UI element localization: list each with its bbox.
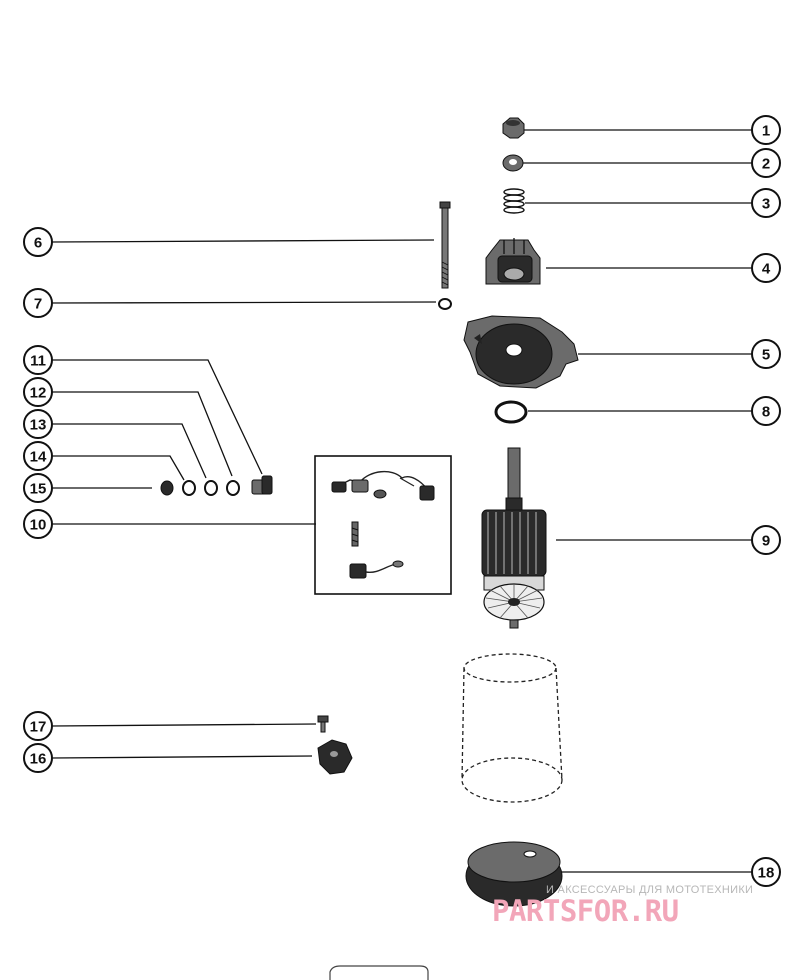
leader-7 [51, 301, 437, 304]
callout-14: 14 [23, 441, 53, 471]
part-5-drive-end-cap [463, 315, 579, 389]
callout-5-label: 5 [762, 347, 770, 364]
part-7-lock-washer [438, 298, 452, 310]
callout-3-label: 3 [762, 196, 770, 213]
callout-12-label: 12 [30, 385, 47, 402]
callout-14-label: 14 [30, 449, 47, 466]
callout-13-label: 13 [30, 417, 47, 434]
part-15-nut [160, 480, 174, 496]
callout-16: 16 [23, 743, 53, 773]
callout-8-label: 8 [762, 404, 770, 421]
callout-10: 10 [23, 509, 53, 539]
leader-6 [51, 239, 435, 243]
callout-3: 3 [751, 188, 781, 218]
leader-11 [52, 359, 263, 475]
part-16-terminal-block [317, 739, 353, 775]
callout-1-label: 1 [762, 123, 770, 140]
part-1-nut [502, 117, 525, 139]
part-11-terminal-insulator [251, 475, 273, 495]
callout-9: 9 [751, 525, 781, 555]
leader-13 [52, 423, 207, 479]
callout-8: 8 [751, 396, 781, 426]
part-3-spring [503, 188, 525, 214]
callout-15-label: 15 [30, 481, 47, 498]
watermark-tagline: И АКСЕССУАРЫ ДЛЯ МОТОТЕХНИКИ [546, 884, 754, 896]
callout-6-label: 6 [34, 235, 42, 252]
callout-18-label: 18 [758, 865, 775, 882]
leader-12 [52, 391, 233, 477]
part-2-washer [502, 154, 524, 172]
leader-16 [51, 755, 313, 759]
part-13-washer [204, 480, 218, 496]
part-10-brush-kit-box [314, 455, 452, 595]
leader-17 [51, 723, 317, 727]
callout-9-label: 9 [762, 533, 770, 550]
callout-10-label: 10 [30, 517, 47, 534]
brush-hardware-row [160, 475, 273, 496]
watermark-site: PARTSFOR.RU [492, 894, 679, 928]
bottom-tab-outline [329, 965, 429, 980]
callout-2-label: 2 [762, 156, 770, 173]
callout-5: 5 [751, 339, 781, 369]
part-6-through-bolt [439, 201, 451, 289]
part-14-washer [182, 480, 196, 496]
callout-17: 17 [23, 711, 53, 741]
callout-1: 1 [751, 115, 781, 145]
leader-lines [51, 129, 752, 873]
callout-12: 12 [23, 377, 53, 407]
callout-18: 18 [751, 857, 781, 887]
callout-11-label: 11 [30, 353, 46, 370]
callout-15: 15 [23, 473, 53, 503]
callout-7: 7 [23, 288, 53, 318]
brush-lead [349, 560, 404, 579]
part-4-drive-pinion [485, 238, 541, 285]
callout-6: 6 [23, 227, 53, 257]
part-18-commutator-end-cap [465, 841, 563, 907]
callout-17-label: 17 [30, 719, 47, 736]
brush-spring [351, 521, 359, 547]
callout-4-label: 4 [762, 261, 771, 278]
callout-11: 11 [23, 345, 53, 375]
frame-housing-dashed [461, 653, 563, 803]
callout-16-label: 16 [30, 751, 47, 768]
part-9-armature [481, 447, 547, 629]
callout-13: 13 [23, 409, 53, 439]
callout-2: 2 [751, 148, 781, 178]
part-8-ring [494, 400, 528, 424]
callout-7-label: 7 [34, 296, 42, 313]
part-17-screw [317, 715, 329, 733]
leader-14 [52, 455, 185, 481]
part-12-washer [226, 480, 240, 496]
callout-4: 4 [751, 253, 781, 283]
